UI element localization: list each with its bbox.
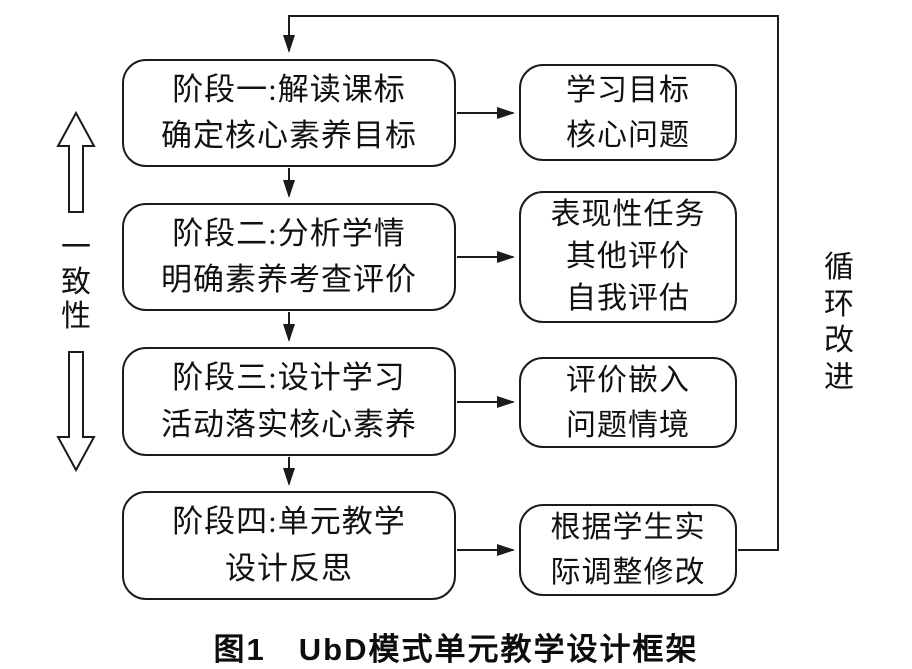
output-1-line-2: 核心问题 bbox=[566, 118, 690, 152]
stage-2-line-1: 阶段二:分析学情 bbox=[172, 215, 406, 251]
stage-2-line-2: 明确素养考查评价 bbox=[161, 262, 417, 297]
output-box-2: 表现性任务 其他评价 自我评估 bbox=[519, 191, 737, 323]
stage-box-1: 阶段一:解读课标 确定核心素养目标 bbox=[122, 59, 456, 167]
stage-1-line-2: 确定核心素养目标 bbox=[161, 118, 417, 153]
feedback-loop-arrow bbox=[283, 15, 779, 551]
output-3-line-1: 评价嵌入 bbox=[566, 363, 690, 397]
down-arrow-icon bbox=[56, 351, 96, 473]
up-arrow-icon bbox=[56, 110, 96, 213]
stage-box-3: 阶段三:设计学习 活动落实核心素养 bbox=[122, 347, 456, 456]
stage-1-line-1: 阶段一:解读课标 bbox=[172, 71, 406, 107]
stage-4-line-2: 设计反思 bbox=[225, 550, 353, 586]
stage-box-4: 阶段四:单元教学 设计反思 bbox=[122, 491, 456, 600]
output-3-line-2: 问题情境 bbox=[566, 408, 690, 442]
stage-4-line-1: 阶段四:单元教学 bbox=[172, 504, 406, 539]
output-box-3: 评价嵌入 问题情境 bbox=[519, 357, 737, 448]
cyclic-improvement-label: 循环改进 bbox=[824, 251, 854, 394]
output-box-1: 学习目标 核心问题 bbox=[519, 64, 737, 161]
stage-to-output-arrows bbox=[457, 107, 515, 556]
stage-box-2: 阶段二:分析学情 明确素养考查评价 bbox=[122, 203, 456, 311]
consistency-arrows bbox=[56, 110, 96, 473]
output-box-4: 根据学生实 际调整修改 bbox=[519, 504, 737, 596]
stage-3-line-2: 活动落实核心素养 bbox=[161, 406, 417, 442]
output-1-line-1: 学习目标 bbox=[566, 73, 690, 107]
output-2-line-2: 其他评价 bbox=[566, 240, 690, 273]
output-2-line-1: 表现性任务 bbox=[550, 198, 706, 231]
figure-caption: 图1 UbD模式单元教学设计框架 bbox=[213, 632, 699, 667]
output-4-line-2: 际调整修改 bbox=[550, 556, 706, 589]
stage-3-line-1: 阶段三:设计学习 bbox=[172, 360, 406, 395]
consistency-label: 一致性 bbox=[61, 231, 91, 333]
output-4-line-1: 根据学生实 bbox=[550, 511, 706, 544]
output-2-line-3: 自我评估 bbox=[566, 282, 690, 315]
